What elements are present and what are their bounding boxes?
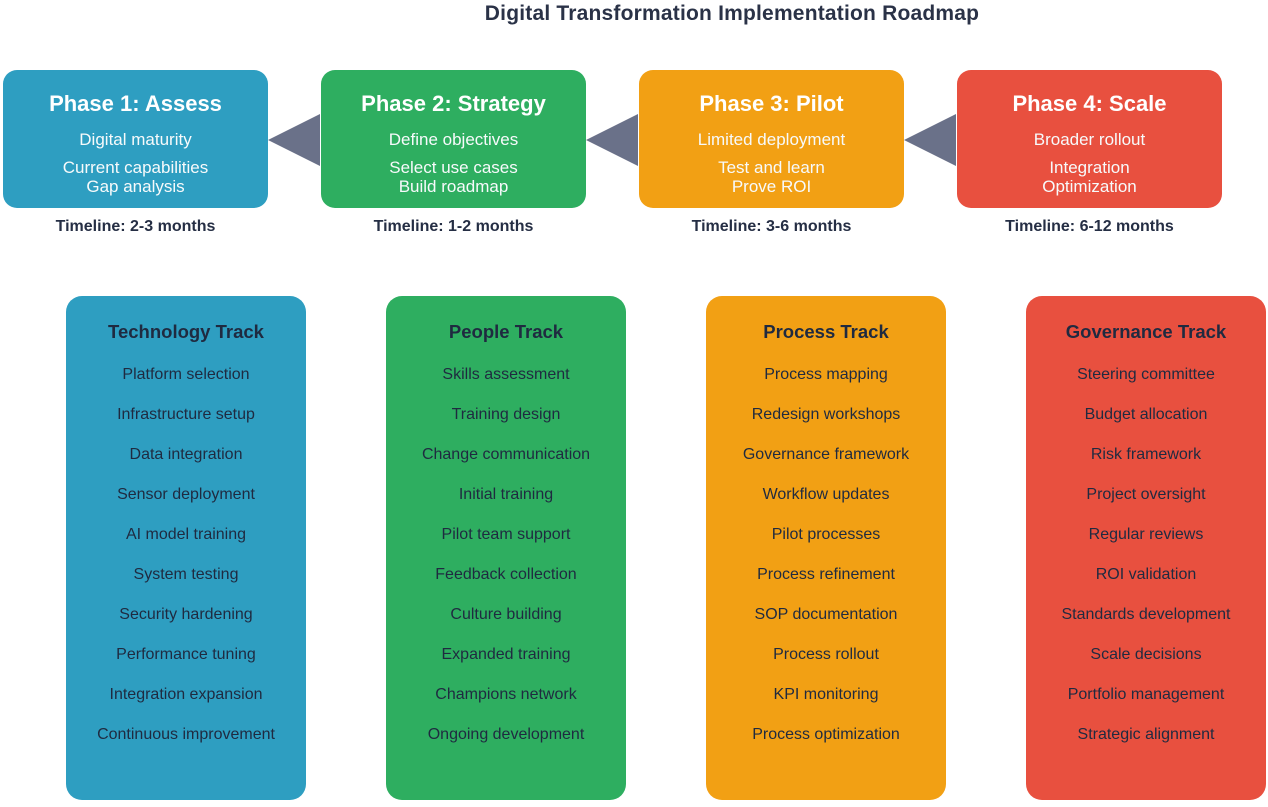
phase-item: Define objectives [388, 130, 519, 149]
track-item: Platform selection [122, 366, 250, 383]
track-item: Steering committee [1077, 366, 1215, 383]
track-item: Regular reviews [1088, 526, 1204, 543]
track-item: Pilot team support [441, 526, 571, 543]
track-item: Change communication [421, 446, 591, 463]
track-item: Pilot processes [771, 526, 881, 543]
phase-item: Select use cases [389, 158, 518, 177]
phase-timeline: Timeline: 3-6 months [691, 218, 852, 235]
track-item: Initial training [458, 486, 554, 503]
track-item: Infrastructure setup [117, 406, 255, 423]
phase-item: Gap analysis [86, 177, 185, 196]
track-item: Process rollout [773, 646, 879, 663]
track-item: Ongoing development [427, 726, 585, 743]
track-column-governance: Governance Track Steering committee Budg… [1026, 296, 1266, 800]
track-item: Redesign workshops [751, 406, 901, 423]
phase-item: Limited deployment [697, 130, 846, 149]
track-item: Process refinement [757, 566, 895, 583]
track-item: Scale decisions [1090, 646, 1202, 663]
phase-box-scale: Phase 4: Scale Broader rollout Integrati… [957, 70, 1222, 208]
track-item: Security hardening [119, 606, 253, 623]
arrow-left-icon [904, 114, 956, 166]
track-item: Process optimization [752, 726, 900, 743]
track-item: ROI validation [1095, 566, 1197, 583]
phase-title: Phase 1: Assess [49, 91, 222, 116]
arrow-left-icon [268, 114, 320, 166]
track-item: Sensor deployment [117, 486, 255, 503]
phase-item: Build roadmap [398, 177, 509, 196]
track-item: Skills assessment [442, 366, 570, 383]
track-item: Portfolio management [1067, 686, 1225, 703]
track-item: Project oversight [1086, 486, 1206, 503]
track-column-technology: Technology Track Platform selection Infr… [66, 296, 306, 800]
phase-timeline: Timeline: 1-2 months [373, 218, 534, 235]
phase-item: Prove ROI [731, 177, 812, 196]
track-item: Performance tuning [116, 646, 256, 663]
track-item: Data integration [129, 446, 243, 463]
track-title: Governance Track [1065, 321, 1227, 342]
track-item: System testing [133, 566, 239, 583]
track-item: Feedback collection [435, 566, 577, 583]
diagram-title: Digital Transformation Implementation Ro… [484, 2, 980, 25]
track-item: Training design [451, 406, 561, 423]
phase-box-strategy: Phase 2: Strategy Define objectives Sele… [321, 70, 586, 208]
track-item: Workflow updates [762, 486, 890, 503]
track-column-process: Process Track Process mapping Redesign w… [706, 296, 946, 800]
track-title: Process Track [763, 321, 889, 342]
track-item: Champions network [435, 686, 577, 703]
phase-item: Current capabilities [62, 158, 209, 177]
phase-title: Phase 3: Pilot [699, 91, 844, 116]
track-item: SOP documentation [754, 606, 898, 623]
track-item: Strategic alignment [1077, 726, 1215, 743]
phase-title: Phase 2: Strategy [361, 91, 546, 116]
phase-box-assess: Phase 1: Assess Digital maturity Current… [3, 70, 268, 208]
phase-item: Optimization [1042, 177, 1137, 196]
arrow-left-icon [586, 114, 638, 166]
phase-title: Phase 4: Scale [1012, 91, 1167, 116]
track-title: Technology Track [108, 321, 264, 342]
track-item: Budget allocation [1084, 406, 1208, 423]
track-item: Risk framework [1090, 446, 1202, 463]
phase-item: Integration [1049, 158, 1130, 177]
track-title: People Track [448, 321, 564, 342]
track-item: KPI monitoring [773, 686, 879, 703]
phase-box-pilot: Phase 3: Pilot Limited deployment Test a… [639, 70, 904, 208]
track-item: Process mapping [764, 366, 888, 383]
track-item: Continuous improvement [97, 726, 275, 743]
phase-timeline: Timeline: 6-12 months [1005, 218, 1174, 235]
track-item: AI model training [125, 526, 247, 543]
track-item: Governance framework [742, 446, 910, 463]
phase-item: Test and learn [718, 158, 825, 177]
phase-timeline: Timeline: 2-3 months [55, 218, 216, 235]
phase-item: Digital maturity [79, 130, 192, 149]
track-item: Standards development [1061, 606, 1231, 623]
track-column-people: People Track Skills assessment Training … [386, 296, 626, 800]
track-item: Expanded training [441, 646, 571, 663]
track-item: Integration expansion [109, 686, 263, 703]
track-item: Culture building [450, 606, 562, 623]
phase-item: Broader rollout [1033, 130, 1146, 149]
